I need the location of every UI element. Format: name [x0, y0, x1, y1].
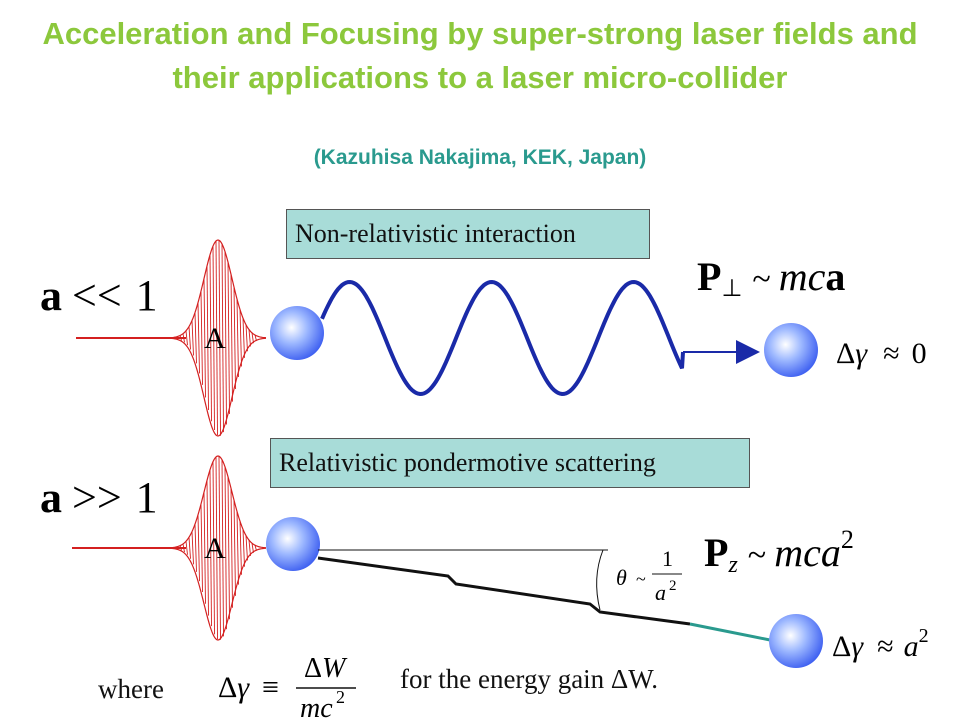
energy-gain-note: for the energy gain ΔW.: [400, 664, 659, 694]
dgamma-zero-formula: Δγ≈0: [836, 337, 927, 370]
dgamma-a2-formula: Δγ≈a2: [832, 625, 929, 663]
a-large-label: a>>1: [40, 473, 158, 522]
page-subtitle: (Kazuhisa Nakajima, KEK, Japan): [313, 146, 647, 169]
svg-text:~: ~: [636, 569, 646, 589]
svg-text:mc: mc: [300, 693, 333, 720]
pulse-label-top: A: [204, 322, 226, 355]
page-title: Acceleration and Focusing by super-stron…: [42, 16, 918, 95]
svg-text:Δγ: Δγ: [218, 671, 250, 704]
svg-text:2: 2: [336, 687, 345, 707]
laser-pulse-bottom: [169, 455, 267, 641]
electron-final-top: [764, 323, 818, 377]
oscillation-trajectory: [320, 279, 685, 397]
p-perp-formula: P⊥~mca: [697, 254, 845, 302]
electron-initial-top: [270, 306, 324, 360]
pulse-label-bottom: A: [204, 532, 226, 565]
laser-pulse-top: [169, 239, 267, 437]
where-label: where: [98, 674, 164, 704]
theta-formula: θ ~ 1 a 2: [616, 546, 682, 605]
svg-text:1: 1: [662, 546, 673, 571]
deflection-angle-arc: [596, 549, 604, 611]
svg-text:θ: θ: [616, 565, 627, 590]
a-small-label: a<<1: [40, 271, 158, 320]
deflected-trajectory-exit: [689, 622, 771, 642]
non-relativistic-label-box: Non-relativistic interaction: [286, 209, 650, 259]
relativistic-label-box: Relativistic pondermotive scattering: [270, 438, 750, 488]
svg-text:ΔW: ΔW: [304, 653, 348, 684]
electron-final-bottom: [769, 614, 823, 668]
svg-text:≡: ≡: [262, 671, 279, 704]
svg-text:2: 2: [669, 578, 677, 594]
dgamma-definition: Δγ ≡ ΔW mc 2: [218, 653, 356, 720]
deflected-trajectory: [317, 556, 691, 626]
p-z-formula: Pz~mca2: [704, 525, 854, 578]
electron-initial-bottom: [266, 517, 320, 571]
svg-text:a: a: [655, 580, 666, 605]
